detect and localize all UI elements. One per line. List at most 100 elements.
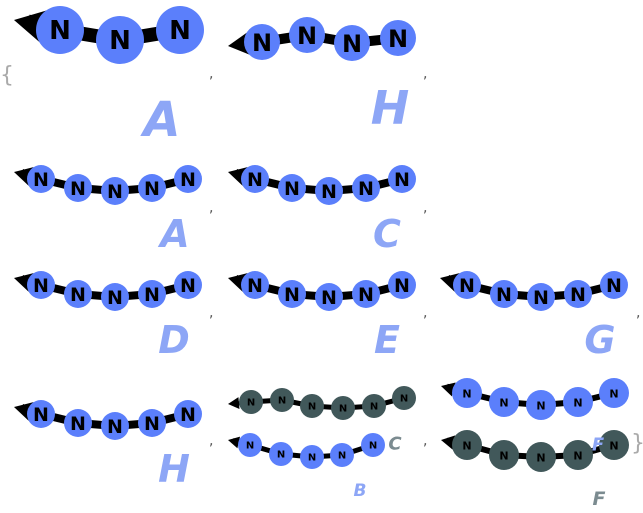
atom-circle [241, 271, 269, 299]
molecule-label: E [374, 318, 400, 362]
atom-node: N [563, 440, 593, 470]
atom-node: N [241, 271, 269, 299]
atom-symbol: N [70, 178, 86, 200]
atom-node: N [526, 390, 556, 420]
atom-circle [101, 177, 129, 205]
atom-symbol: N [33, 275, 49, 297]
atom-node: N [388, 165, 416, 193]
atom-symbol: N [338, 451, 346, 462]
atom-node: N [138, 409, 166, 437]
atom-symbol: N [606, 275, 622, 297]
atom-node: N [452, 378, 482, 408]
atom-node: N [489, 387, 519, 417]
atom-symbol: N [144, 413, 160, 435]
atom-symbol: N [536, 452, 545, 465]
molecule-label: C [373, 212, 401, 256]
atom-node: N [599, 430, 629, 460]
atom-node: N [330, 443, 354, 467]
atom-symbol: N [459, 275, 475, 297]
atom-node: N [361, 433, 385, 457]
atom-circle [278, 280, 306, 308]
atom-circle [334, 25, 370, 61]
atom-node: N [564, 280, 592, 308]
list-separator: , [423, 200, 427, 216]
atom-node: N [27, 400, 55, 428]
atom-symbol: N [277, 450, 285, 461]
atom-symbol: N [107, 181, 123, 203]
atom-circle [453, 271, 481, 299]
atom-circle [64, 174, 92, 202]
atom-circle [289, 17, 325, 53]
molecule-label: A [157, 212, 189, 256]
atom-node: N [138, 280, 166, 308]
atom-circle [300, 445, 324, 469]
atom-node: N [526, 442, 556, 472]
list-separator: , [209, 200, 213, 216]
atom-circle [64, 280, 92, 308]
atom-node: N [278, 280, 306, 308]
atom-circle [380, 20, 416, 56]
atom-node: N [269, 442, 293, 466]
atom-node: N [174, 400, 202, 428]
atom-node: N [362, 394, 386, 418]
atom-node: N [270, 388, 294, 412]
arrow-head-icon [228, 436, 241, 449]
inner-label: F [592, 435, 605, 456]
atom-symbol: N [496, 284, 512, 306]
atom-node: N [388, 271, 416, 299]
atom-node: N [64, 174, 92, 202]
atom-symbol: N [169, 16, 191, 46]
atom-symbol: N [609, 388, 618, 401]
atom-node: N [599, 378, 629, 408]
atom-circle [269, 442, 293, 466]
atom-node: N [278, 174, 306, 202]
atom-node: N [527, 283, 555, 311]
list-separator: , [209, 433, 213, 449]
atom-circle [239, 390, 263, 414]
atom-symbol: N [462, 388, 471, 401]
atom-symbol: N [339, 404, 347, 415]
atom-node: N [96, 16, 144, 64]
atom-symbol: N [70, 413, 86, 435]
atom-circle [563, 387, 593, 417]
atom-circle [527, 283, 555, 311]
atom-circle [244, 24, 280, 60]
atom-symbol: N [499, 450, 508, 463]
atom-circle [362, 394, 386, 418]
atom-circle [489, 440, 519, 470]
molecule-label: A [139, 92, 180, 148]
atom-node: N [27, 165, 55, 193]
list-separator: , [636, 305, 640, 321]
atom-symbol: N [342, 30, 362, 58]
atom-circle [101, 283, 129, 311]
atom-node: N [600, 271, 628, 299]
atom-symbol: N [321, 287, 337, 309]
atom-circle [388, 165, 416, 193]
atom-circle [174, 165, 202, 193]
atom-symbol: N [358, 178, 374, 200]
atom-symbol: N [247, 275, 263, 297]
atom-node: N [352, 174, 380, 202]
atom-circle [315, 283, 343, 311]
atom-symbol: N [388, 25, 408, 53]
atom-node: N [101, 283, 129, 311]
atom-symbol: N [394, 275, 410, 297]
atom-node: N [101, 412, 129, 440]
molecule-label: B [354, 481, 367, 501]
molecule-label: G [584, 318, 615, 362]
atom-circle [36, 6, 84, 54]
atom-circle [96, 16, 144, 64]
atom-circle [361, 433, 385, 457]
atom-node: N [300, 445, 324, 469]
atom-node: N [156, 6, 204, 54]
atom-circle [452, 430, 482, 460]
